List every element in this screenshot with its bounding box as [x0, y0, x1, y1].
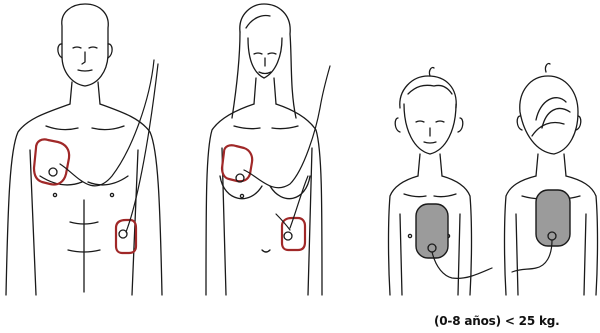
- child-back-head: [520, 76, 578, 154]
- child-front-figure: [389, 67, 493, 295]
- adult-male-figure: [6, 4, 162, 295]
- child-back-figure: [505, 63, 598, 295]
- child-age-weight-caption: (0-8 años) < 25 kg.: [434, 314, 559, 328]
- female-pad-cable: [244, 66, 330, 188]
- adult-female-figure: [206, 4, 330, 295]
- child-front-pad: [416, 204, 448, 258]
- male-upper-pad: [34, 139, 69, 184]
- male-head: [62, 4, 108, 86]
- child-back-pad: [536, 190, 570, 246]
- female-side-pad: [282, 218, 305, 250]
- male-pad-cable: [60, 60, 154, 186]
